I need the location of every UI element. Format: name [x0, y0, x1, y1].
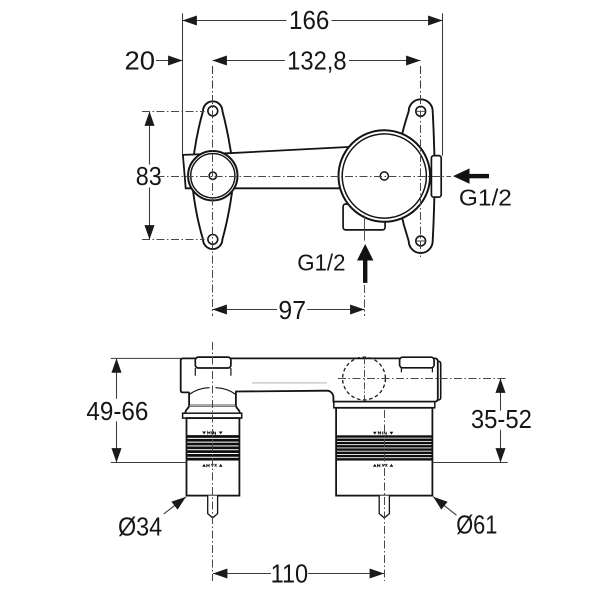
svg-text:49-66: 49-66 [86, 396, 148, 426]
svg-text:83: 83 [136, 161, 162, 191]
svg-text:G1/2: G1/2 [459, 184, 512, 210]
svg-text:110: 110 [271, 559, 309, 589]
svg-text:97: 97 [278, 295, 306, 325]
svg-text:20: 20 [125, 46, 156, 76]
svg-text:G1/2: G1/2 [297, 249, 345, 275]
svg-text:166: 166 [289, 5, 329, 35]
svg-text:35-52: 35-52 [471, 404, 532, 434]
svg-text:Ø34: Ø34 [118, 511, 162, 541]
svg-text:132,8: 132,8 [287, 46, 347, 76]
svg-text:Ø61: Ø61 [456, 509, 497, 539]
